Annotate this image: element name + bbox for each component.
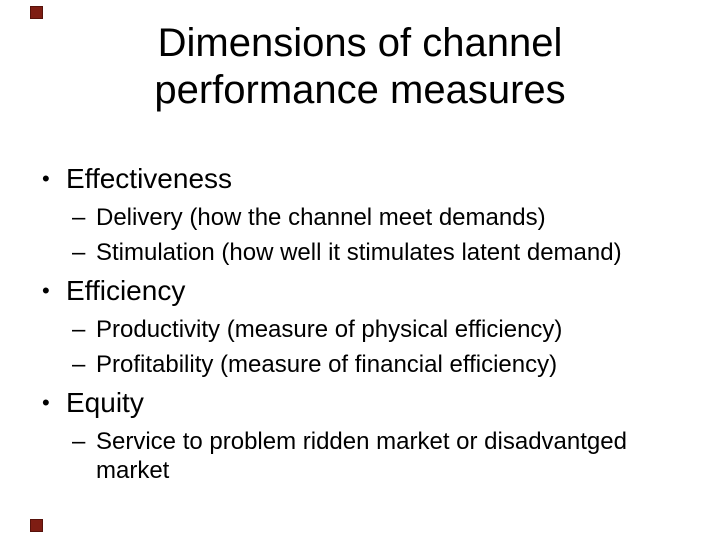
dash-icon: – [72, 428, 86, 455]
bullet-label: Efficiency [66, 275, 186, 306]
bullet-item-efficiency: • Efficiency [0, 273, 720, 309]
sub-item-text: Profitability (measure of financial effi… [96, 351, 558, 378]
dash-icon: – [72, 316, 86, 343]
sub-item-productivity: – Productivity (measure of physical effi… [0, 315, 641, 344]
sub-item-text: Delivery (how the channel meet demands) [96, 204, 546, 231]
sub-item-text: Productivity (measure of physical effici… [96, 316, 563, 343]
slide-body: • Effectiveness – Delivery (how the chan… [0, 161, 720, 485]
bullet-dot-icon: • [42, 278, 50, 303]
dash-icon: – [72, 204, 86, 231]
corner-square-bottom-left [30, 519, 43, 532]
bullet-item-equity: • Equity [0, 385, 720, 421]
sub-item-text: Stimulation (how well it stimulates late… [96, 239, 622, 266]
sub-item-delivery: – Delivery (how the channel meet demands… [0, 203, 641, 232]
page-title: Dimensions of channel performance measur… [154, 21, 566, 112]
bullet-dot-icon: • [42, 390, 50, 415]
sub-item-service: – Service to problem ridden market or di… [0, 427, 641, 485]
corner-square-top-left [30, 6, 43, 19]
bullet-item-effectiveness: • Effectiveness [0, 161, 720, 197]
dash-icon: – [72, 239, 86, 266]
bullet-dot-icon: • [42, 166, 50, 191]
bullet-label: Effectiveness [66, 163, 233, 194]
dash-icon: – [72, 351, 86, 378]
sub-item-stimulation: – Stimulation (how well it stimulates la… [0, 238, 641, 267]
sub-item-profitability: – Profitability (measure of financial ef… [0, 350, 641, 379]
bullet-label: Equity [66, 387, 144, 418]
sub-item-text: Service to problem ridden market or disa… [96, 428, 627, 484]
